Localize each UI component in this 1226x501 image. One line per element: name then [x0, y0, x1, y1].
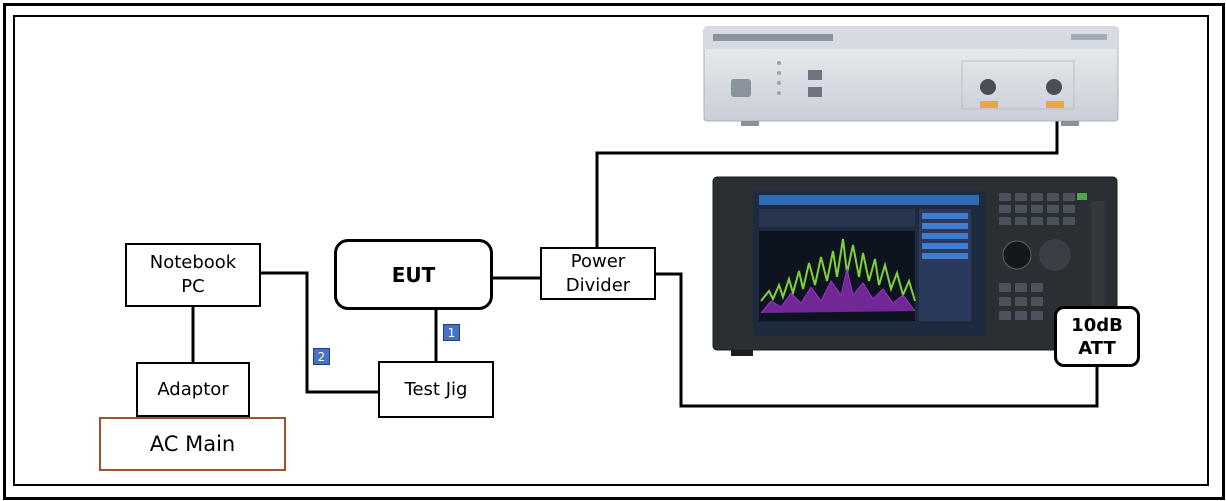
test-jig-box: Test Jig: [378, 361, 494, 418]
outer-frame: [3, 3, 1225, 500]
radio-test-platform-icon: [703, 26, 1119, 126]
eut-label: EUT: [391, 262, 436, 287]
inner-frame: [13, 15, 1209, 486]
wire-divider-top-instrument: [595, 95, 1059, 247]
port-1-marker: 1: [443, 324, 460, 341]
port-1-label: 1: [447, 325, 456, 340]
eut-box: EUT: [334, 239, 493, 310]
power-divider-box: Power Divider: [540, 247, 656, 300]
signal-analyzer-icon: [712, 176, 1118, 356]
wire-notebook-testjig: [261, 271, 379, 394]
notebook-pc-box: Notebook PC: [125, 243, 261, 307]
adaptor-label: Adaptor: [157, 378, 229, 400]
test-jig-label: Test Jig: [404, 378, 468, 400]
ac-main-box: AC Main: [99, 417, 286, 471]
ac-main-label: AC Main: [149, 432, 236, 456]
attenuator-label: 10dB ATT: [1071, 314, 1123, 359]
wire-divider-attenuator: [655, 272, 1099, 408]
port-2-marker: 2: [313, 348, 330, 365]
adaptor-box: Adaptor: [136, 362, 250, 417]
attenuator-box: 10dB ATT: [1054, 306, 1140, 367]
power-divider-label: Power Divider: [565, 250, 631, 296]
port-2-label: 2: [317, 349, 326, 364]
notebook-pc-label: Notebook PC: [149, 252, 237, 297]
